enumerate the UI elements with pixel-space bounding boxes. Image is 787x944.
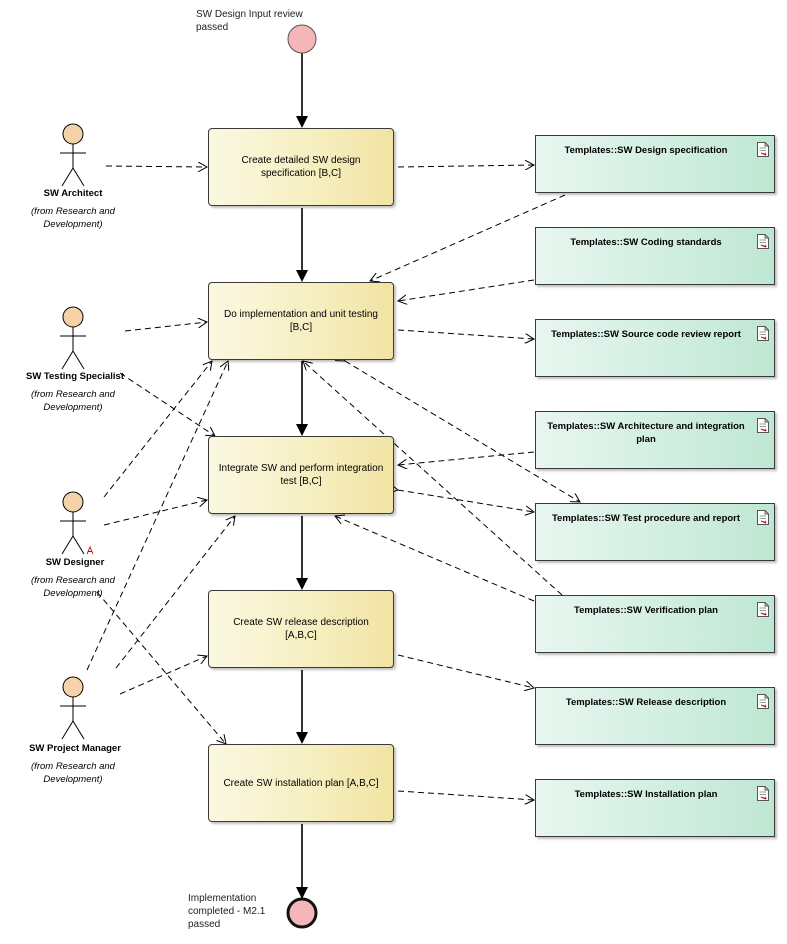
dep-coding-impl [398,279,535,301]
actor-from: (from Research and Development) [31,575,115,599]
activity-label: Do implementation and unit testing [B,C] [224,309,378,333]
artifact-installation-plan[interactable]: Templates::SW Installation plan [535,779,775,837]
artifact-label: Templates::SW Architecture and integrati… [547,421,745,445]
actor-name[interactable]: SW Project Manager [29,743,121,754]
actor-from: (from Research and Development) [31,761,115,785]
activity-integration[interactable]: Integrate SW and perform integration tes… [208,436,394,514]
dep-pm-release [119,656,207,695]
artifact-coding-standards[interactable]: Templates::SW Coding standards [535,227,775,285]
dep-designer-impl-a [103,361,212,498]
document-icon [757,694,769,709]
activity-release-description[interactable]: Create SW release description [A,B,C] [208,590,394,668]
actor-from: (from Research and Development) [31,206,115,230]
activity-label: Create SW release description [A,B,C] [233,617,369,641]
activity-installation-plan[interactable]: Create SW installation plan [A,B,C] [208,744,394,822]
dep-release-releasedesc [397,654,534,688]
dep-verification-integration [335,516,535,602]
actor-name[interactable]: SW Architect [43,188,103,199]
artifact-label: Templates::SW Test procedure and report [551,513,741,524]
artifact-label: Templates::SW Installation plan [574,789,718,800]
final-node-label: Implementation completed - M2.1 passed [188,893,266,930]
dep-pm-integration [115,516,235,669]
document-icon [757,510,769,525]
artifact-design-spec[interactable]: Templates::SW Design specification [535,135,775,193]
document-icon [757,602,769,617]
actor-name[interactable]: SW Designer [45,557,105,568]
artifact-architecture-plan[interactable]: Templates::SW Architecture and integrati… [535,411,775,469]
dep-verification-impl [303,361,563,596]
document-icon [757,142,769,157]
dep-installation-installplan [397,790,534,800]
actor-figure-tester [60,306,86,370]
actor-from: (from Research and Development) [31,389,115,413]
dep-impl-codereview [397,329,534,339]
dependencies [86,165,580,800]
document-icon [757,786,769,801]
artifact-verification-plan[interactable]: Templates::SW Verification plan [535,595,775,653]
activity-create-design-spec[interactable]: Create detailed SW design specification … [208,128,394,206]
dep-designspec-impl [370,194,566,281]
activity-label: Integrate SW and perform integration tes… [218,463,384,487]
dep-architect-design [105,166,207,167]
artifact-release-description[interactable]: Templates::SW Release description [535,687,775,745]
initial-node-label: SW Design Input review passed [196,9,303,33]
dep-designer-integration [103,500,207,526]
artifact-label: Templates::SW Source code review report [551,329,741,340]
document-icon [757,418,769,433]
final-node [286,897,318,929]
actor-name[interactable]: SW Testing Specialist [25,371,124,382]
document-icon [757,234,769,249]
document-icon [757,326,769,341]
initial-node [287,24,317,54]
dep-design-designspec [397,165,534,167]
artifact-test-procedure[interactable]: Templates::SW Test procedure and report [535,503,775,561]
actor-figure-architect [60,123,86,187]
dep-impl-testproc [345,361,580,502]
artifact-label: Templates::SW Coding standards [570,237,722,248]
artifact-code-review-report[interactable]: Templates::SW Source code review report [535,319,775,377]
dep-pm-impl [86,361,228,671]
dep-architecture-integration [398,451,535,465]
artifact-label: Templates::SW Design specification [564,145,728,156]
activity-implementation[interactable]: Do implementation and unit testing [B,C] [208,282,394,360]
activity-label: Create SW installation plan [A,B,C] [223,777,379,789]
artifact-label: Templates::SW Verification plan [574,605,718,616]
dep-designer-installation [96,591,226,744]
actor-figure-designer [60,491,94,555]
dep-tester-impl [124,322,207,332]
activity-label: Create detailed SW design specification … [241,155,361,179]
dep-testproc-integration-both [398,490,534,512]
dep-tester-integration [119,372,215,436]
artifact-label: Templates::SW Release description [565,697,727,708]
actor-figure-pm [60,676,86,740]
